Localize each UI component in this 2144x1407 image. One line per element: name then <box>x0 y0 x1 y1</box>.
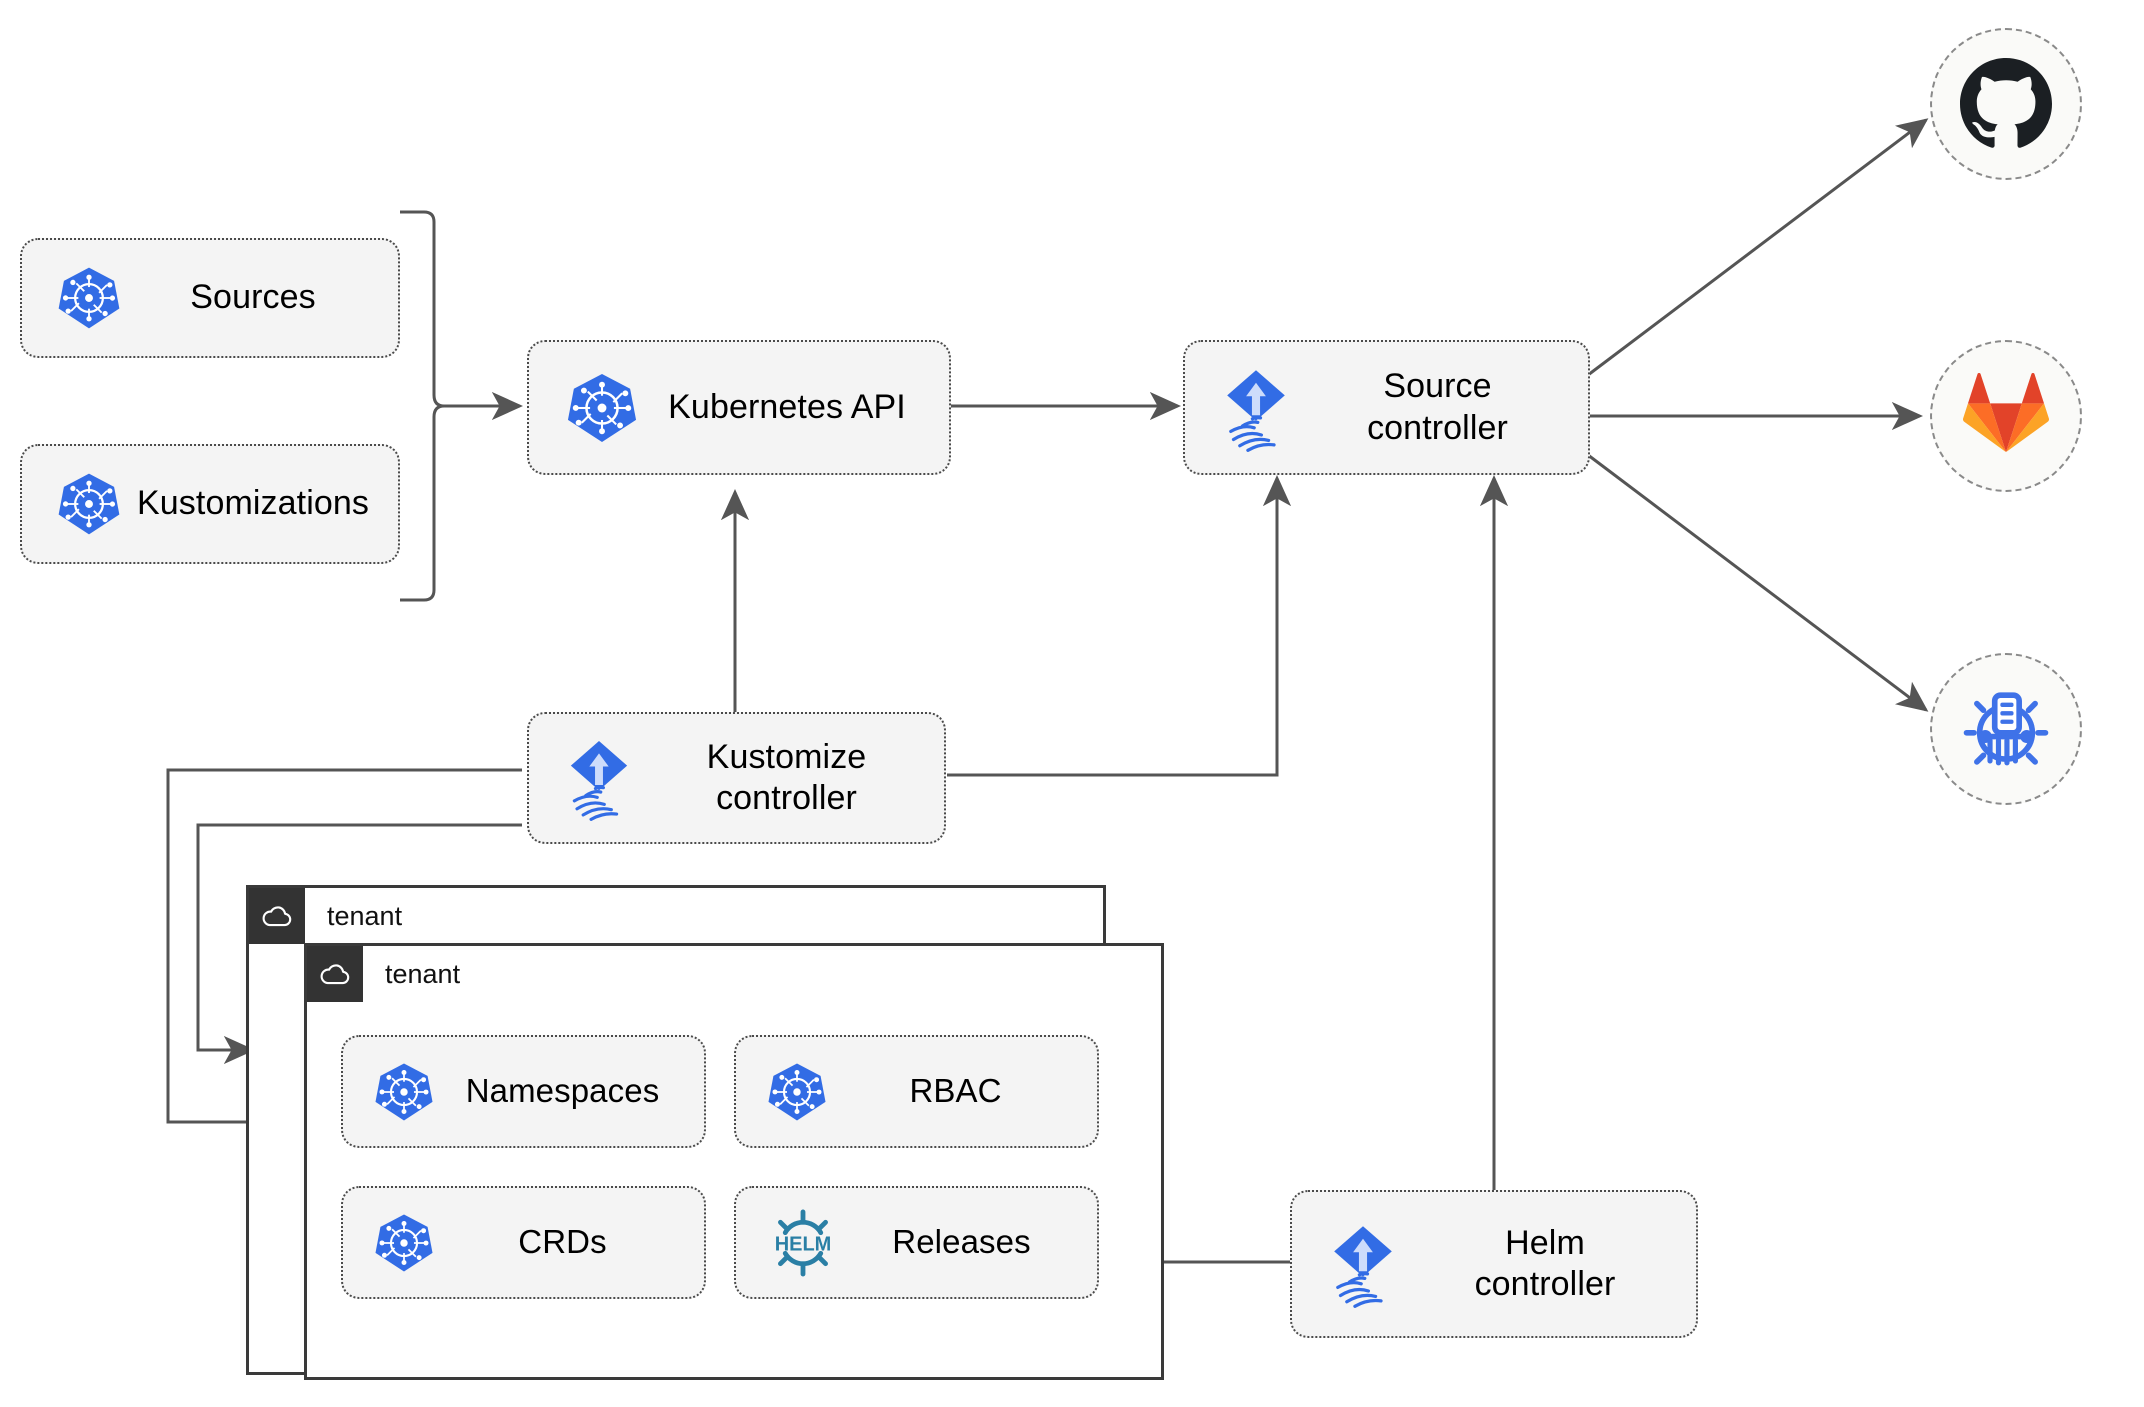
node-source-controller[interactable]: Source controller <box>1183 340 1590 475</box>
bucket-icon <box>1963 692 2049 766</box>
kubernetes-icon <box>56 471 122 537</box>
github-icon <box>1960 58 2052 148</box>
provider-gitlab[interactable] <box>1930 340 2082 492</box>
node-label: Source controller <box>1367 367 1508 447</box>
node-label: Helm controller <box>1474 1223 1616 1303</box>
node-label: Kustomize controller <box>706 737 867 817</box>
tenant-header-2: tenant <box>307 946 460 1002</box>
provider-github[interactable] <box>1930 28 2082 180</box>
kubernetes-icon <box>766 1061 828 1123</box>
node-label: Kustomizations <box>137 484 369 523</box>
resources-bracket <box>400 210 445 602</box>
node-kustomize-controller[interactable]: Kustomize controller <box>527 712 946 844</box>
kubernetes-icon <box>565 371 639 445</box>
cloud-icon <box>307 946 363 1002</box>
flux-icon <box>555 734 643 822</box>
flux-icon <box>1318 1219 1408 1309</box>
node-rbac[interactable]: RBAC <box>734 1035 1099 1148</box>
node-label: Sources <box>190 278 316 317</box>
node-label: Releases <box>892 1223 1031 1261</box>
gitlab-icon <box>1963 373 2049 453</box>
node-kubernetes-api[interactable]: Kubernetes API <box>527 340 951 475</box>
edge-source-to-bucket <box>1587 453 1929 712</box>
tenant-header-1: tenant <box>249 888 402 944</box>
helm-icon: HELM <box>766 1206 840 1280</box>
cloud-icon <box>249 888 305 944</box>
node-releases[interactable]: HELM Releases <box>734 1186 1099 1299</box>
kubernetes-icon <box>373 1212 435 1274</box>
edge-source-to-github <box>1587 118 1929 377</box>
edge-kustomize-to-source <box>947 474 1292 777</box>
flux-icon <box>1211 363 1301 453</box>
tenant-container-2[interactable]: tenant <box>304 943 1164 1380</box>
tenant-title-2: tenant <box>385 958 461 989</box>
kubernetes-icon <box>56 265 122 331</box>
node-kustomizations[interactable]: Kustomizations <box>20 444 400 564</box>
node-sources[interactable]: Sources <box>20 238 400 358</box>
tenant-title-1: tenant <box>327 900 403 931</box>
svg-text:HELM: HELM <box>775 1233 832 1255</box>
node-helm-controller[interactable]: Helm controller <box>1290 1190 1698 1338</box>
node-label: CRDs <box>518 1223 607 1261</box>
provider-bucket[interactable] <box>1930 653 2082 805</box>
node-namespaces[interactable]: Namespaces <box>341 1035 706 1148</box>
node-crds[interactable]: CRDs <box>341 1186 706 1299</box>
node-label: Kubernetes API <box>668 387 906 426</box>
kubernetes-icon <box>373 1061 435 1123</box>
node-label: RBAC <box>909 1072 1002 1110</box>
node-label: Namespaces <box>465 1072 660 1110</box>
